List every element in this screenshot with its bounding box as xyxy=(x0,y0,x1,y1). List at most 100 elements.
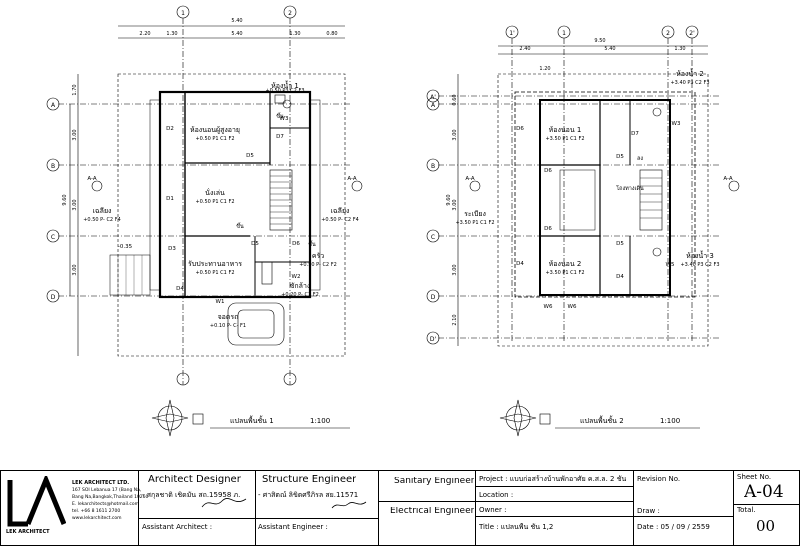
plan-1-dim-left: 3.00 xyxy=(72,129,78,140)
plan-1-grid-row: B xyxy=(51,163,55,170)
plan-2-room-tag: +3.40 P3 C2 F3 xyxy=(670,80,709,86)
plan-1 xyxy=(46,5,363,437)
plan-1-room-name: นั่งเล่น xyxy=(205,188,225,197)
plan-1-room-name: ซักล้าง xyxy=(290,282,311,290)
company-logo: LEK ARCHITECT xyxy=(6,473,67,536)
structure-header: Structure Engineer xyxy=(262,475,357,484)
plan-1-room-tag: +0.50 P1 C1 F2 xyxy=(195,270,234,276)
plan-2-dim-top: 5.40 xyxy=(604,46,615,52)
company-address-2: E. lekarchitects@hotmail.com xyxy=(72,502,140,507)
plan-1-dim-left: 3.00 xyxy=(72,264,78,275)
plan-1-grid-row: C xyxy=(51,234,55,241)
plan-1-label: D3 xyxy=(168,246,176,252)
plan-2-dim-top: 1.30 xyxy=(674,46,685,52)
plan-2-dim-top: 9.50 xyxy=(594,38,605,44)
plan-1-label: D7 xyxy=(276,134,284,140)
plan-1-label: D5 xyxy=(246,153,254,159)
plan-2-label: D4 xyxy=(516,261,524,267)
plan-2-dim-left: 3.00 xyxy=(452,264,458,275)
plan-1-label: D2 xyxy=(166,126,174,132)
plan-1-label: ขึ้น xyxy=(236,222,244,230)
plan-2-label: D6 xyxy=(544,226,552,232)
plan-1-caption: แปลนพื้นชั้น 1 xyxy=(230,414,274,425)
plan-1-label: -0.35 xyxy=(118,244,133,250)
draw-label: Draw : xyxy=(637,507,660,515)
plan-1-room-tag: +0.50 P- C2 F2 xyxy=(299,262,337,268)
plan-1-dim-top: 2.20 xyxy=(139,31,150,37)
plan-2-room-name: ระเบียง xyxy=(464,210,486,218)
plan-1-room-tag: +0.50 P3 C2 F3 xyxy=(265,88,304,94)
plan-2-label: D4 xyxy=(616,274,624,280)
company-address-0: 167 SOI Lebanua 17 (Bang Na, xyxy=(72,488,142,493)
plan-1-label: W1 xyxy=(216,299,225,305)
plan-1-dim-top: 1.30 xyxy=(289,31,300,37)
plan-1-label: W3 xyxy=(280,116,289,122)
company-address-3: tel. +66 8 1611 2700 xyxy=(72,509,121,514)
structure-signature xyxy=(331,501,367,509)
architect-header: Architect Designer xyxy=(148,475,241,484)
plan-2-room-name: ห้องนอน 1 xyxy=(549,126,582,134)
plan-2-label: D6 xyxy=(544,168,552,174)
plan-2-room-tag: +3.40 P3 C2 F3 xyxy=(680,262,719,268)
plan-1-room-name: เฉลียง xyxy=(93,207,112,215)
company-address-4: www.lekarchitect.com xyxy=(72,516,122,521)
plan-1-room-tag: +0.50 P1 C1 F2 xyxy=(195,136,234,142)
plan-2-grid-col: 2' xyxy=(689,30,695,37)
plan-2-label: D5 xyxy=(616,154,624,160)
plan-1-room-name: จอดรถ xyxy=(218,313,239,321)
plan-1-label: D5 xyxy=(251,241,259,247)
sheet-label: Sheet No. xyxy=(737,473,772,481)
plan-2-room-tag: +3.50 P1 C1 F2 xyxy=(545,136,584,142)
plan-1-label: D1 xyxy=(166,196,174,202)
electrical-header: Electrical Engineer xyxy=(390,507,475,516)
plan-1-dim-left: 1.70 xyxy=(72,84,78,95)
plan-1-dim-left: 9.60 xyxy=(62,194,68,205)
logo-text: LEK ARCHITECT xyxy=(6,529,50,535)
plan-2-label: A-A xyxy=(723,176,733,182)
plan-2-room-tag: +3.50 P1 C1 F2 xyxy=(545,270,584,276)
plan-1-scale: 1:100 xyxy=(310,417,330,425)
plan-2-grid-row: D xyxy=(431,294,436,301)
plan-2-room-name: ห้องน้ำ 3 xyxy=(686,249,714,260)
project-field: Project : แบบก่อสร้างบ้านพักอาศัย ค.ส.ล.… xyxy=(479,475,627,483)
owner-field: Owner : xyxy=(479,506,507,514)
plan-1-room-name: ห้องน้ำ 1 xyxy=(271,79,299,90)
plan-1-room-tag: +0.50 P- C2 F4 xyxy=(321,217,359,223)
plan-1-dim-top: 0.80 xyxy=(326,31,337,37)
company-name: LEK ARCHITECT LTD. xyxy=(72,480,130,486)
plan-1-label: A-A xyxy=(347,176,357,182)
plan-1-label: W2 xyxy=(292,274,301,280)
plan-1-dim-top: 5.40 xyxy=(231,31,242,37)
plan-1-room-tag: +0.50 P1 C1 F2 xyxy=(195,199,234,205)
plan-2-dim-left: 2.10 xyxy=(452,314,458,325)
plan-1-label: ขึ้น xyxy=(308,240,316,248)
plan-1-room-name: ห้องนอนผู้สูงอายุ xyxy=(190,126,240,134)
revision-label: Revision No. xyxy=(637,475,681,483)
sheet-number: A-04 xyxy=(744,483,784,502)
plan-2-grid-row: D' xyxy=(430,336,437,343)
plan-2-label: W3 xyxy=(672,121,681,127)
plan-2-label: A-A xyxy=(465,176,475,182)
plan-1-room-tag: +0.20 P- C1 F2 xyxy=(281,292,319,298)
plan-2-grid-col: 1' xyxy=(509,30,515,37)
plan-2-grid-row: A' xyxy=(430,94,436,101)
structure-name: - ศาสิตณ์ ลิขิตศรีภิรล สย.11571 xyxy=(258,491,359,499)
sanitary-header: Sanitary Engineer xyxy=(394,477,475,486)
plan-1-room-name: ครัว xyxy=(312,252,324,260)
plan-2-dim-left: 0.60 xyxy=(452,94,458,105)
company-address-1: Bang Na,Bangkok,Thailand 10260 xyxy=(72,495,149,500)
plan-1-grid-row: D xyxy=(51,294,56,301)
plan-2-grid-col: 1 xyxy=(562,30,566,37)
plan-2-dim-top: 2.40 xyxy=(519,46,530,52)
plan-2-label: D7 xyxy=(631,131,639,137)
plan-2-dim-left: 3.00 xyxy=(452,199,458,210)
plan-2-grid-row: A xyxy=(431,102,436,109)
plan-2-dim-top: 1.20 xyxy=(539,66,550,72)
plan-1-room-tag: +0.50 P- C2 F4 xyxy=(83,217,121,223)
plan-2-room-name: ห้องน้ำ 2 xyxy=(676,67,704,78)
plan-1-grid-row: A xyxy=(51,102,56,109)
plan-2-label: W5 xyxy=(666,262,675,268)
plan-2-label: W6 xyxy=(568,304,577,310)
plan-1-label: D4 xyxy=(176,286,184,292)
plan-2-room-name: ห้องนอน 2 xyxy=(549,260,582,268)
